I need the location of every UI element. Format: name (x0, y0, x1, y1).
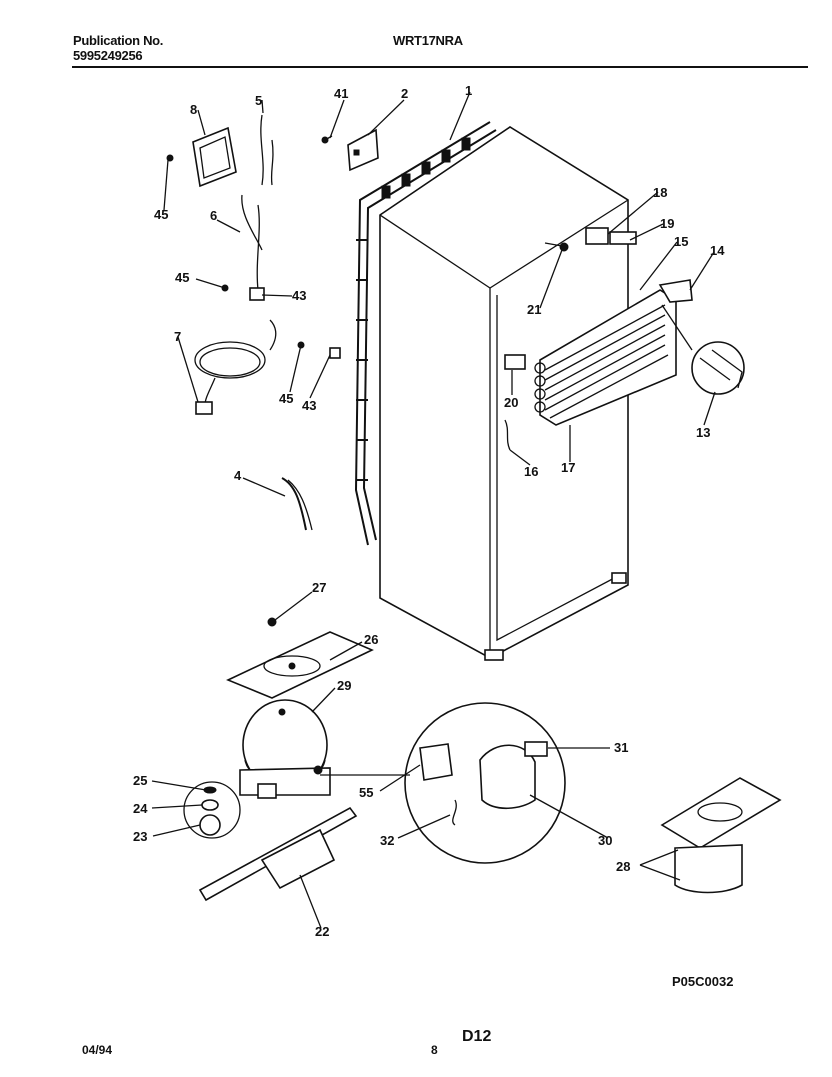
coil-assembly-17 (534, 289, 677, 426)
part-5-6-wiring (241, 114, 274, 301)
callout-25: 25 (133, 773, 147, 788)
callout-1: 1 (465, 83, 472, 98)
callout-43a: 43 (292, 288, 306, 303)
callout-28: 28 (616, 859, 630, 874)
doc-code: D12 (462, 1028, 492, 1045)
callout-8: 8 (190, 102, 197, 117)
header-rule (72, 66, 808, 68)
part-8-bracket (192, 126, 237, 188)
part-21-20-16 (504, 242, 569, 451)
part-13-detail (691, 341, 745, 395)
callout-32: 32 (380, 833, 394, 848)
callout-18: 18 (653, 185, 667, 200)
model-number: WRT17NRA (393, 33, 463, 48)
callout-45b: 45 (175, 270, 189, 285)
condenser-tube-1 (354, 121, 497, 546)
callout-41: 41 (334, 86, 348, 101)
part-2-bracket (347, 128, 379, 172)
part-7-power-cord (194, 319, 277, 415)
relay-detail (404, 702, 566, 864)
callout-23: 23 (133, 829, 147, 844)
callout-22: 22 (315, 924, 329, 939)
page-number: 8 (431, 1043, 438, 1057)
callout-29: 29 (337, 678, 351, 693)
callout-5: 5 (255, 93, 262, 108)
callout-7: 7 (174, 329, 181, 344)
callout-30: 30 (598, 833, 612, 848)
callout-26: 26 (364, 632, 378, 647)
part-14-bracket (658, 279, 693, 303)
base-rail-22 (198, 806, 358, 902)
callout-45a: 45 (154, 207, 168, 222)
publication-number: 5995249256 (73, 48, 143, 63)
callout-20: 20 (504, 395, 518, 410)
callout-6: 6 (210, 208, 217, 223)
callout-13: 13 (696, 425, 710, 440)
callout-45c: 45 (279, 391, 293, 406)
footer-date: 04/94 (82, 1043, 113, 1057)
part-18-19-hinge (585, 227, 637, 245)
refrigerator-cabinet (379, 126, 629, 661)
callout-17: 17 (561, 460, 575, 475)
callout-19: 19 (660, 216, 674, 231)
callout-15: 15 (674, 234, 688, 249)
publication-label: Publication No. (73, 33, 164, 48)
callout-55: 55 (359, 785, 373, 800)
compressor-assembly-28 (660, 777, 782, 894)
callout-2: 2 (401, 86, 408, 101)
part-4-tube (281, 477, 313, 531)
callout-21: 21 (527, 302, 541, 317)
callout-labels: 8 5 41 2 1 45 6 45 43 7 45 43 4 27 26 29… (133, 83, 725, 939)
callout-43b: 43 (302, 398, 316, 413)
part-43-clips (166, 154, 341, 359)
callout-4: 4 (234, 468, 242, 483)
compressor (239, 699, 331, 799)
callout-31: 31 (614, 740, 628, 755)
callout-27: 27 (312, 580, 326, 595)
callout-14: 14 (710, 243, 725, 258)
leader-lines (151, 91, 716, 929)
drain-pan-26 (226, 617, 374, 699)
diagram-id: P05C0032 (672, 974, 734, 989)
callout-24: 24 (133, 801, 148, 816)
callout-16: 16 (524, 464, 538, 479)
grommets-23-25 (183, 781, 241, 839)
